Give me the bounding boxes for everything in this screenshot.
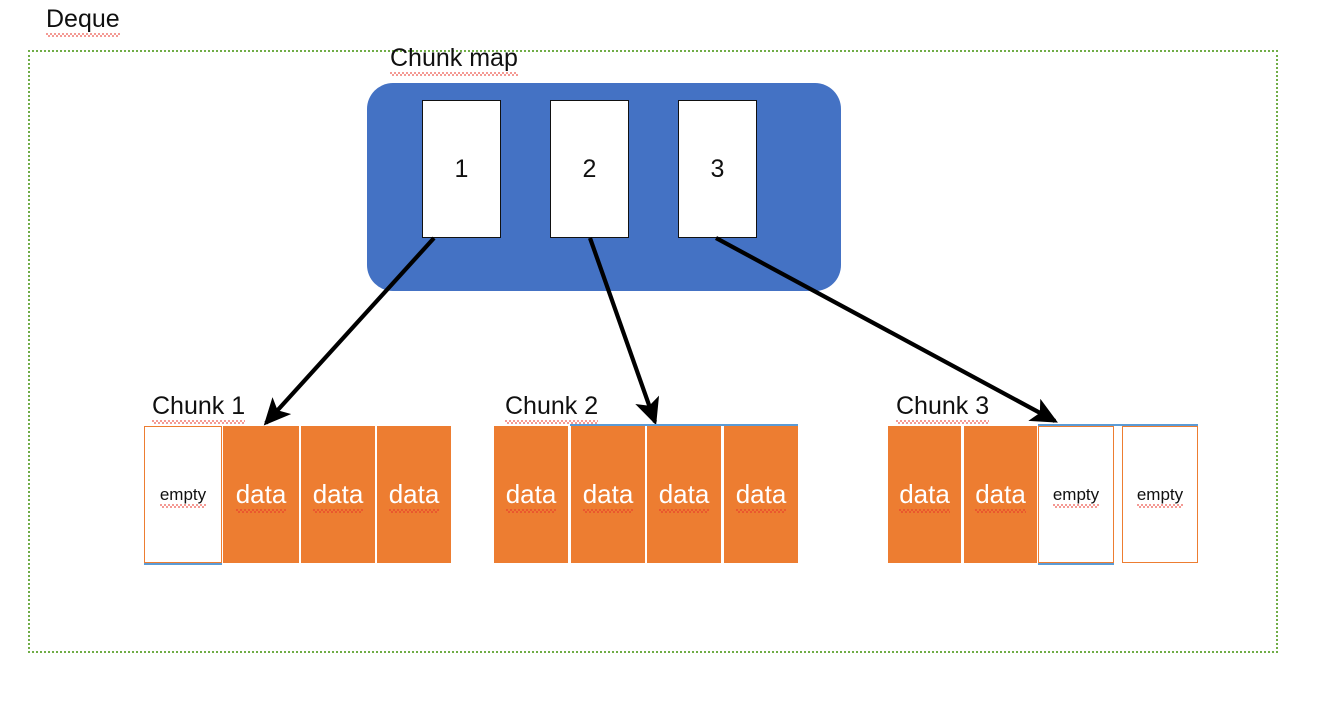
chunk-3-cell-0-text: data <box>899 479 950 513</box>
chunk-2-label: Chunk 2 <box>505 392 599 424</box>
chunk-1-label-text: Chunk 1 <box>152 392 246 424</box>
chunk-1-cell-3[interactable]: data <box>377 426 451 563</box>
chunk-map-cell-2[interactable]: 2 <box>550 100 629 238</box>
chunk-2-cell-3[interactable]: data <box>724 426 798 563</box>
chunk-2-cell-2[interactable]: data <box>647 426 721 563</box>
chunk-1-cell-0-text: empty <box>159 484 207 508</box>
chunk-2-top-rule <box>570 424 798 426</box>
chunk-map-cell-1-text: 1 <box>454 154 469 183</box>
chunk-3-bottom-rule <box>1038 563 1114 565</box>
chunk-3-label: Chunk 3 <box>896 392 990 424</box>
chunk-3-cell-3[interactable]: empty <box>1122 426 1198 563</box>
chunk-2-cell-0-text: data <box>505 479 557 513</box>
chunk-map-cell-2-text: 2 <box>582 154 597 183</box>
chunk-2-cell-0[interactable]: data <box>494 426 568 563</box>
chunk-1-cell-2[interactable]: data <box>301 426 375 563</box>
chunk-3-cell-2[interactable]: empty <box>1038 426 1114 563</box>
chunk-1-cell-1[interactable]: data <box>223 426 299 563</box>
chunk-3-cell-2-text: empty <box>1052 484 1100 508</box>
deque-frame <box>28 50 1278 653</box>
chunk-3-cell-3-text: empty <box>1136 484 1184 508</box>
chunk-3-cell-1[interactable]: data <box>964 426 1037 563</box>
chunk-2-cell-1[interactable]: data <box>571 426 645 563</box>
chunk-3-label-text: Chunk 3 <box>896 392 990 424</box>
chunk-1-cell-0[interactable]: empty <box>144 426 222 563</box>
chunk-1-cell-3-text: data <box>388 479 440 513</box>
chunk-2-cell-3-text: data <box>735 479 787 513</box>
chunk-1-cell-2-text: data <box>312 479 364 513</box>
chunk-3-top-rule <box>1038 424 1198 426</box>
chunk-map-cell-1[interactable]: 1 <box>422 100 501 238</box>
chunk-map-cell-3-text: 3 <box>710 154 725 183</box>
chunk-1-cell-1-text: data <box>235 479 287 513</box>
chunk-map-label: Chunk map <box>390 44 518 76</box>
chunk-1-label: Chunk 1 <box>152 392 246 424</box>
chunk-2-cell-2-text: data <box>658 479 710 513</box>
chunk-3-cell-0[interactable]: data <box>888 426 961 563</box>
chunk-2-label-text: Chunk 2 <box>505 392 599 424</box>
diagram-title-text: Deque <box>46 5 120 36</box>
chunk-3-cell-1-text: data <box>975 479 1026 513</box>
chunk-1-row: empty data data data <box>144 426 451 565</box>
chunk-map-label-text: Chunk map <box>390 44 518 76</box>
chunk-map-cell-3[interactable]: 3 <box>678 100 757 238</box>
chunk-2-cell-1-text: data <box>582 479 634 513</box>
chunk-1-bottom-rule <box>144 563 222 565</box>
diagram-title: Deque <box>46 5 120 36</box>
chunk-3-row: data data empty empty <box>888 424 1198 565</box>
chunk-2-row: data data data data <box>494 424 798 563</box>
